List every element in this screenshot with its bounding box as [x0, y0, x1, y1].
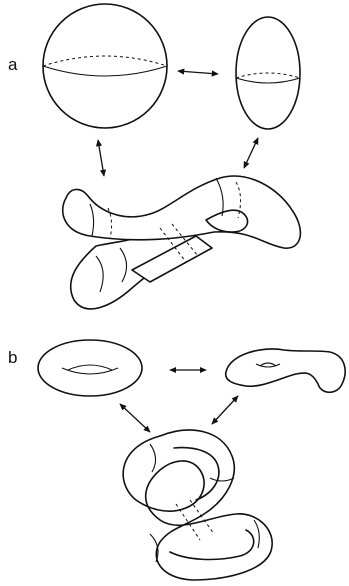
- arrow-torus-knot: [119, 403, 151, 433]
- panel-label-a: a: [8, 55, 18, 74]
- deformed-torus-shape: [224, 348, 346, 394]
- ellipsoid-shape: [235, 16, 301, 130]
- torus-shape: [37, 339, 143, 397]
- arrow-ellipsoid-knot: [243, 137, 259, 169]
- sphere-shape: [42, 3, 168, 129]
- arrow-sphere-ellipsoid: [177, 68, 219, 77]
- knotted-torus-b: [122, 429, 273, 581]
- panel-label-b: b: [8, 348, 18, 367]
- arrow-sphere-knot: [95, 139, 107, 177]
- arrow-deformed-knot: [211, 395, 239, 425]
- knotted-tube-a: [61, 175, 302, 310]
